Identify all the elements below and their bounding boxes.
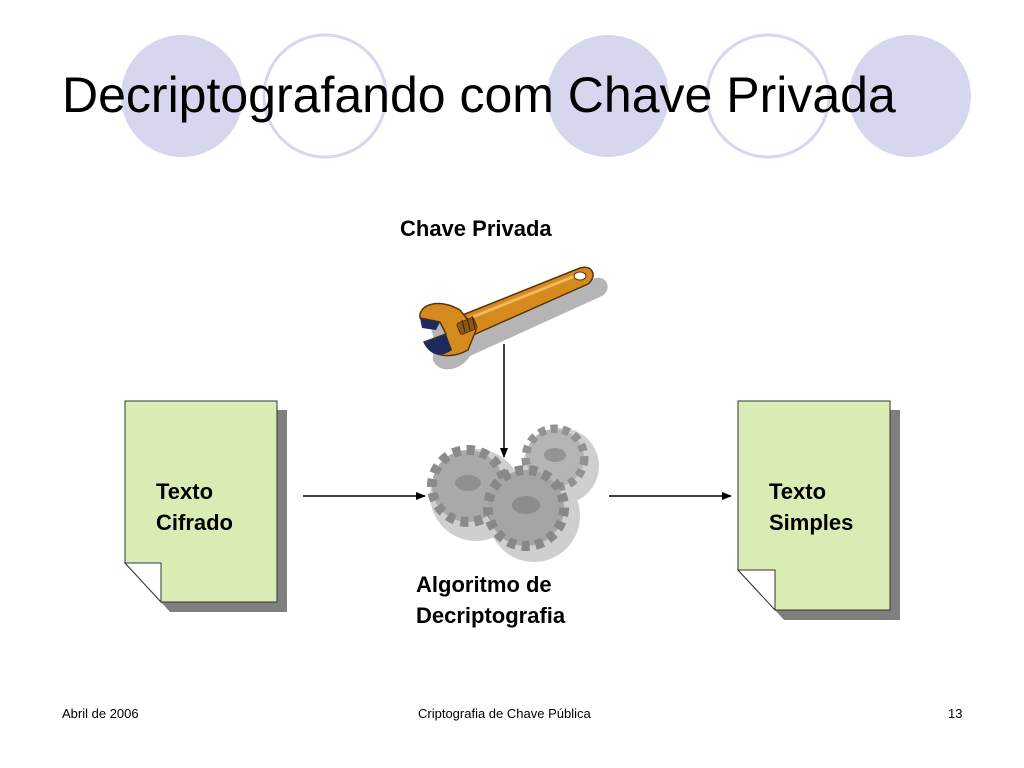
footer-presentation-title: Criptografia de Chave Pública [418, 706, 591, 721]
cipher-document-fold [123, 562, 162, 604]
cipher-text-line1: Texto [156, 479, 214, 504]
wrench-icon [419, 266, 608, 370]
plain-text-line2: Simples [769, 510, 854, 535]
plain-document [736, 400, 900, 620]
circle-filled-3 [849, 35, 971, 157]
slide-title: Decriptografando com Chave Privada [62, 67, 896, 123]
document-icon [124, 400, 278, 603]
private-key-label: Chave Privada [400, 216, 552, 241]
cipher-document [123, 400, 287, 612]
circle-outline-1 [262, 33, 388, 159]
plain-text-label: Texto Simples [769, 476, 853, 538]
circle-filled-1 [121, 35, 243, 157]
footer-date: Abril de 2006 [62, 706, 139, 721]
algorithm-label: Algoritmo de Decriptografia [416, 569, 565, 631]
plain-text-line1: Texto [769, 479, 827, 504]
circle-outline-2 [705, 33, 831, 159]
decorative-circles [121, 33, 971, 159]
gears-icon [427, 424, 599, 562]
cipher-text-line2: Cifrado [156, 510, 233, 535]
footer-page-number: 13 [948, 706, 963, 721]
plain-document-fold [736, 569, 776, 612]
document-icon [737, 400, 891, 611]
algorithm-label-line2: Decriptografia [416, 603, 566, 628]
circle-filled-2 [547, 35, 669, 157]
algorithm-label-line1: Algoritmo de [416, 572, 552, 597]
cipher-text-label: Texto Cifrado [156, 476, 233, 538]
